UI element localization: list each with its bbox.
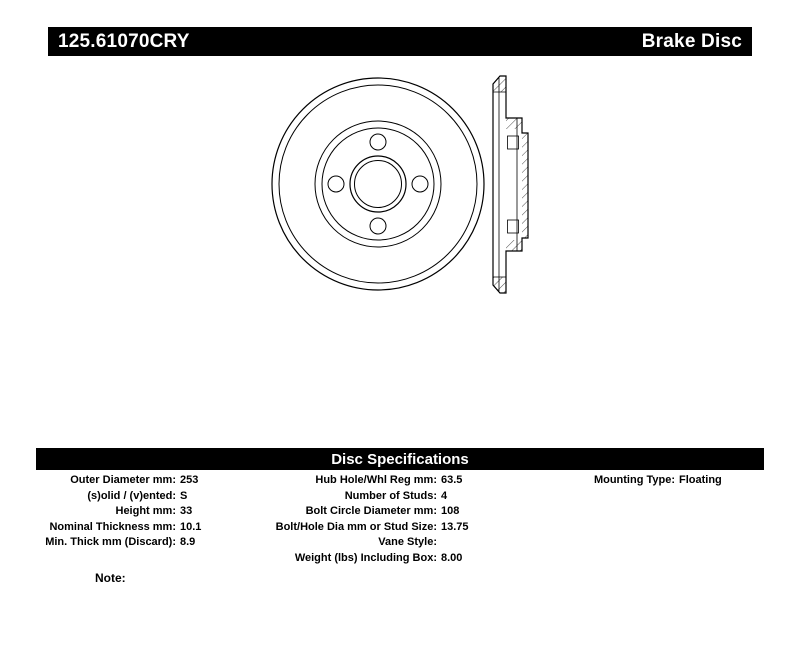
note-label: Note:: [95, 571, 126, 585]
spec-label: Min. Thick mm (Discard):: [45, 536, 176, 548]
spec-label: Bolt/Hole Dia mm or Stud Size:: [275, 520, 437, 533]
spec-label: Nominal Thickness mm:: [49, 520, 176, 533]
spec-value: Floating: [679, 474, 722, 486]
spec-value: 8.9: [180, 536, 196, 548]
spec-row-weight: Weight (lbs) Including Box: 8.00: [262, 551, 469, 567]
spec-label: Vane Style:: [378, 536, 437, 548]
stud-hole: [411, 175, 429, 193]
product-type-title: Brake Disc: [641, 30, 742, 52]
part-number: 125.61070CRY: [58, 30, 190, 52]
spec-row-outer-diameter: Outer Diameter mm: 253: [36, 473, 201, 489]
stud-hole: [327, 175, 345, 193]
spec-label: Outer Diameter mm:: [70, 474, 176, 486]
front-view-drawing: [271, 77, 485, 291]
spec-value: 8.00: [441, 551, 463, 564]
spec-label: Hub Hole/Whl Reg mm:: [315, 474, 437, 486]
spec-value: 63.5: [441, 474, 463, 486]
spec-label: Height mm:: [115, 505, 177, 517]
spec-value: 33: [180, 505, 193, 517]
spec-label: (s)olid / (v)ented:: [87, 489, 176, 502]
spec-row-height: Height mm: 33: [36, 504, 201, 520]
spec-column-right: Mounting Type: Floating: [560, 473, 722, 489]
spec-value: 13.75: [441, 520, 469, 533]
brake-disc-technical-drawing: [271, 75, 529, 294]
spec-row-min-thickness: Min. Thick mm (Discard): 8.9: [36, 535, 201, 551]
spec-column-middle: Hub Hole/Whl Reg mm: 63.5 Number of Stud…: [262, 473, 469, 566]
spec-row-bolt-circle-diameter: Bolt Circle Diameter mm: 108: [262, 504, 469, 520]
spec-row-number-of-studs: Number of Studs: 4: [262, 489, 469, 505]
spec-value: 4: [441, 489, 448, 502]
stud-hole: [369, 217, 387, 235]
spec-value: 10.1: [180, 520, 202, 533]
spec-row-nominal-thickness: Nominal Thickness mm: 10.1: [36, 520, 201, 536]
spec-label: Mounting Type:: [593, 474, 675, 486]
spec-label: Weight (lbs) Including Box:: [294, 551, 437, 564]
spec-row-vane-style: Vane Style:: [262, 535, 469, 551]
spec-row-solid-vented: (s)olid / (v)ented: S: [36, 489, 201, 505]
stud-hole: [369, 133, 387, 151]
spec-row-hub-hole: Hub Hole/Whl Reg mm: 63.5: [262, 473, 469, 489]
side-view-drawing: [492, 75, 529, 294]
spec-value: 108: [441, 505, 460, 517]
spec-label: Number of Studs:: [344, 489, 437, 502]
spec-label: Bolt Circle Diameter mm:: [305, 505, 437, 517]
spec-column-left: Outer Diameter mm: 253 (s)olid / (v)ente…: [36, 473, 201, 551]
spec-value: S: [180, 489, 188, 502]
header-bar: 125.61070CRY Brake Disc: [48, 27, 752, 56]
spec-row-bolt-hole-dia: Bolt/Hole Dia mm or Stud Size: 13.75: [262, 520, 469, 536]
spec-row-mounting-type: Mounting Type: Floating: [560, 473, 722, 489]
spec-section-title: Disc Specifications: [36, 448, 764, 470]
spec-value: 253: [180, 474, 199, 486]
